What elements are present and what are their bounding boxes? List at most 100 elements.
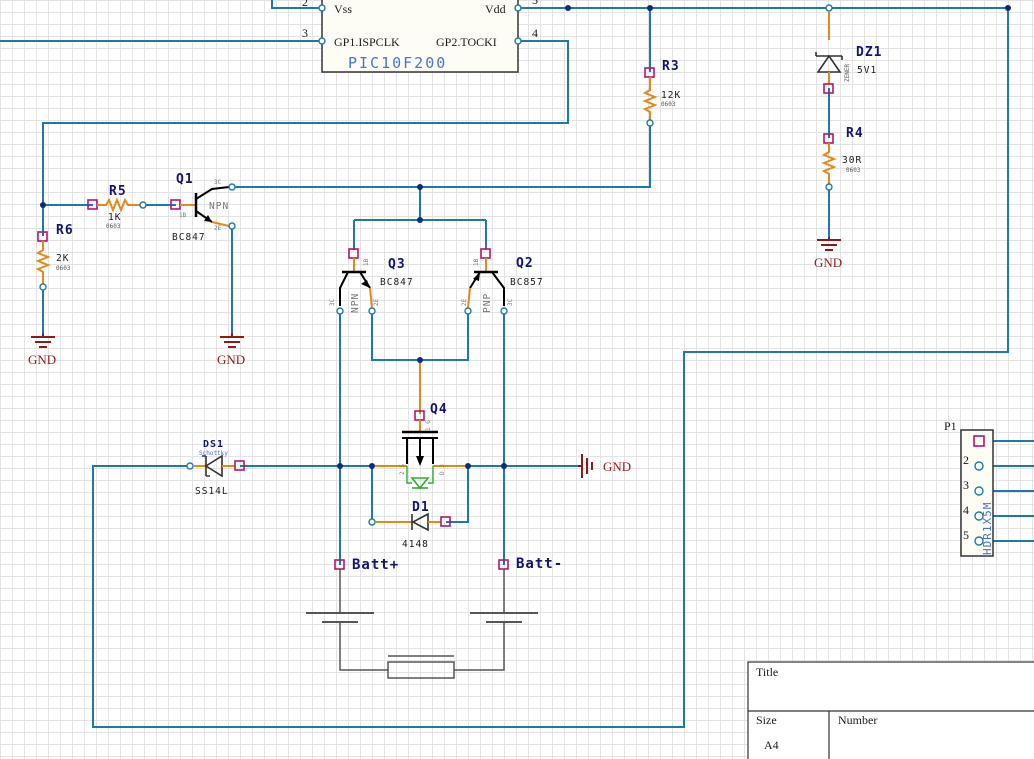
pin-dot bbox=[500, 307, 508, 315]
resistor-r5[interactable]: R5 1K 0603 bbox=[87, 184, 147, 230]
mosfet-q4[interactable]: Q4 1 G 2 S D 3 bbox=[375, 402, 465, 490]
r5-ref: R5 bbox=[109, 184, 127, 199]
r5-footprint: 0603 bbox=[106, 223, 121, 230]
q1-type: NPN bbox=[209, 201, 229, 212]
p1-value: HDR1X5M bbox=[981, 502, 994, 555]
pin-dot bbox=[825, 183, 833, 191]
pin-pad bbox=[973, 435, 985, 447]
p1-pin-3: 3 bbox=[963, 478, 969, 492]
q1-pin-c: 3C bbox=[214, 179, 222, 186]
size-value: A4 bbox=[764, 738, 779, 752]
body-diode-icon bbox=[410, 477, 430, 490]
dz1-ref: DZ1 bbox=[856, 45, 882, 60]
r6-ref: R6 bbox=[56, 223, 74, 238]
zener-dz1[interactable]: DZ1 5V1 ZENER bbox=[815, 4, 882, 94]
q1-ref: Q1 bbox=[176, 172, 194, 187]
title-block-dividers bbox=[748, 710, 1034, 759]
gnd-label: GND bbox=[603, 459, 631, 474]
ic-pinnum-vss: 2 bbox=[302, 0, 308, 9]
pin-dot bbox=[318, 37, 326, 45]
r4-footprint: 0603 bbox=[846, 167, 861, 174]
junction bbox=[417, 184, 423, 190]
pin-pad bbox=[234, 460, 245, 471]
lead bbox=[369, 287, 373, 309]
resistor-r3[interactable]: R3 12K 0603 bbox=[642, 59, 681, 127]
pin-dot bbox=[228, 222, 236, 230]
ic-pinnum-vdd: 5 bbox=[532, 0, 538, 7]
p1-pin-4: 4 bbox=[963, 503, 969, 517]
q2-pin-c: 3C bbox=[507, 298, 514, 306]
transistor-q2[interactable]: Q2 BC857 PNP 3C 1B 2E bbox=[461, 248, 544, 315]
resistor-zigzag bbox=[821, 143, 837, 184]
batt-minus-label: Batt- bbox=[516, 556, 563, 572]
gnd-right: GND bbox=[578, 454, 631, 478]
junction bbox=[40, 202, 46, 208]
wire-p1-outs bbox=[986, 440, 1034, 542]
p1-ref: P1 bbox=[944, 419, 957, 433]
diode-triangle bbox=[411, 512, 429, 532]
ic-name: PIC10F200 bbox=[348, 54, 447, 72]
dz1-tag: ZENER bbox=[844, 64, 851, 82]
pin-dot bbox=[514, 4, 522, 12]
junction bbox=[647, 5, 653, 11]
ds1-ref: DS1 bbox=[203, 439, 224, 450]
r6-footprint: 0603 bbox=[56, 265, 71, 272]
junction bbox=[565, 5, 571, 11]
ic-pinnum-gp1: 3 bbox=[302, 26, 308, 40]
schottky-bar bbox=[202, 455, 210, 477]
r3-value: 12K bbox=[661, 90, 681, 101]
pin-dot bbox=[974, 486, 984, 496]
lead bbox=[211, 221, 230, 227]
pin-dot bbox=[646, 119, 654, 127]
diode-ds1[interactable]: DS1 Schottky SS14L bbox=[186, 439, 245, 497]
emitter-arrow-icon bbox=[361, 280, 370, 288]
q2-value: BC857 bbox=[510, 277, 544, 288]
transistor-q3[interactable]: Q3 BC847 NPN 3C 1B 2E bbox=[329, 248, 414, 315]
lead bbox=[467, 287, 471, 309]
pin-dot bbox=[368, 307, 376, 315]
q2-ref: Q2 bbox=[516, 256, 534, 271]
ground-icon bbox=[578, 454, 593, 478]
q3-pin-b: 1B bbox=[363, 258, 370, 266]
size-label: Size bbox=[756, 713, 777, 727]
mosfet-arrow-icon bbox=[416, 456, 424, 466]
batt-plus-label: Batt+ bbox=[352, 557, 399, 573]
pin-pad bbox=[480, 248, 491, 259]
ds1-tag: Schottky bbox=[199, 450, 228, 457]
r4-value: 30R bbox=[842, 155, 862, 166]
junction bbox=[337, 463, 343, 469]
resistor-r4[interactable]: R4 30R 0603 bbox=[821, 126, 864, 191]
battery-holder[interactable]: Batt+ Batt- bbox=[306, 556, 563, 679]
q3-pin-c: 3C bbox=[329, 298, 336, 306]
resistor-zigzag bbox=[642, 77, 658, 122]
q4-pin-s: 2 S bbox=[399, 464, 406, 475]
q2-pin-e: 2E bbox=[461, 298, 468, 306]
dz1-value: 5V1 bbox=[857, 65, 877, 76]
junction bbox=[465, 463, 471, 469]
wire-gp2 bbox=[42, 40, 569, 236]
q4-ref: Q4 bbox=[430, 402, 448, 417]
ground-icon bbox=[31, 333, 55, 348]
resistor-r6[interactable]: R6 2K 0603 bbox=[35, 223, 74, 291]
gnd-r6: GND bbox=[28, 333, 56, 367]
p1-pin-2: 2 bbox=[963, 453, 969, 467]
q2-type: PNP bbox=[482, 293, 493, 313]
diode-d1[interactable]: D1 4148 bbox=[368, 500, 451, 550]
wire-emitters bbox=[371, 311, 469, 361]
title-label: Title bbox=[756, 665, 778, 679]
pic10f200[interactable]: Vss Vdd GP1.ISPCLK GP2.TOCKI 2 5 3 4 PIC… bbox=[302, 0, 538, 73]
ic-pinnum-gp2: 4 bbox=[532, 26, 538, 40]
resistor-zigzag bbox=[35, 241, 51, 284]
emitter-arrow-icon bbox=[473, 272, 480, 281]
gnd-r4: GND bbox=[814, 237, 842, 270]
ic-pin-gp2: GP2.TOCKI bbox=[436, 35, 497, 49]
pin-dot bbox=[974, 536, 984, 546]
header-p1[interactable]: P1 2 3 4 5 HDR1X5M bbox=[944, 419, 994, 557]
pin-pad bbox=[440, 516, 451, 527]
d1-value: 4148 bbox=[402, 539, 429, 550]
ic-pin-vss: Vss bbox=[334, 2, 352, 16]
q3-pin-e: 2E bbox=[373, 298, 380, 306]
battery-leads bbox=[339, 569, 505, 613]
transistor-q1[interactable]: Q1 BC847 NPN 3C 1B 2E bbox=[170, 172, 236, 243]
junction bbox=[1005, 5, 1011, 11]
